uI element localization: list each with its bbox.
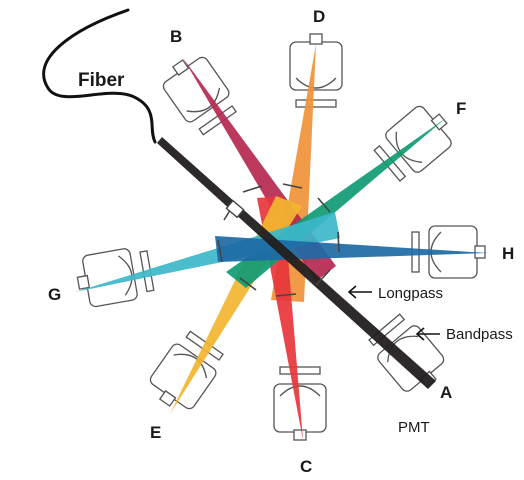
fiber-cable [42,8,157,144]
detector-c-label: C [300,457,312,476]
beam-g [75,212,340,292]
dichroic-mirror-ring [217,183,340,297]
detector-a-label: A [440,383,452,402]
detector-b-label: B [170,27,182,46]
detector-f-label: F [456,99,466,118]
longpass-label: Longpass [378,285,443,302]
fiber-launch-filter [225,199,245,219]
detector-g-label: G [48,285,61,304]
longpass-arrow [347,285,372,299]
detector-a-housing [368,313,445,392]
beam-a [157,137,436,389]
pmt-label: PMT [398,419,430,436]
detector-d-housing [289,33,343,108]
detector-h-label: H [502,244,514,263]
detector-d-label: D [313,7,325,26]
bandpass-label: Bandpass [446,326,513,343]
detector-e-label: E [150,423,161,442]
fiber-label: Fiber [78,70,125,91]
bandpass-arrow [415,327,440,341]
